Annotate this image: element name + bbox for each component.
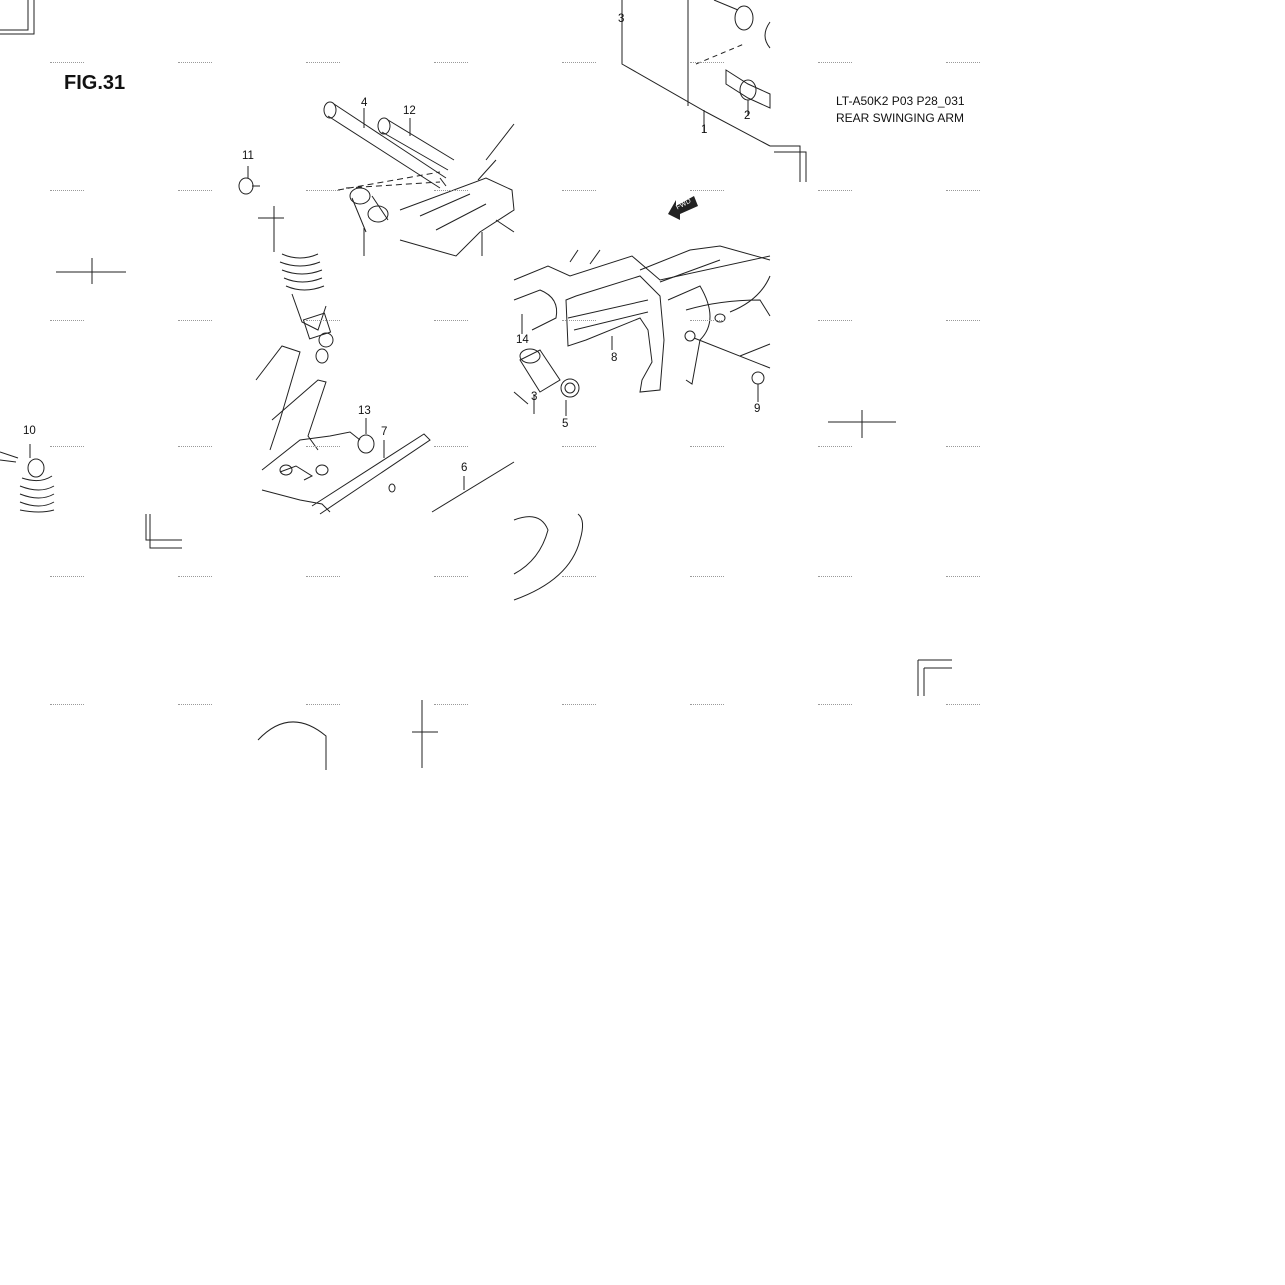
part-6-swing-arm-tube [257, 461, 584, 770]
swing-arm-body [513, 245, 771, 405]
watermark-mark [946, 704, 980, 706]
callout-3: 3 [531, 391, 538, 403]
watermark-mark [690, 446, 724, 448]
watermark-mark [690, 576, 724, 578]
callout-14: 14 [516, 334, 529, 346]
watermark-mark [178, 190, 212, 192]
watermark-mark [562, 190, 596, 192]
crop-mark [0, 0, 35, 35]
watermark-mark [690, 190, 724, 192]
watermark-mark [562, 446, 596, 448]
watermark-mark [306, 704, 340, 706]
watermark-mark [434, 62, 468, 64]
watermark-mark [818, 576, 852, 578]
part-8-skid-plate [565, 275, 665, 393]
watermark-mark [178, 62, 212, 64]
figure-label: FIG.31 [64, 72, 126, 94]
watermark-mark [178, 576, 212, 578]
watermark-mark [178, 704, 212, 706]
watermark-mark [946, 62, 980, 64]
watermark-mark [818, 190, 852, 192]
watermark-mark [50, 62, 84, 64]
swing-arm-pivot [337, 123, 515, 257]
crop-mark [145, 514, 182, 549]
registration-cross [258, 206, 284, 252]
watermark-mark [818, 704, 852, 706]
watermark-mark [434, 320, 468, 322]
part-12-bolt [377, 117, 455, 171]
watermark-mark [818, 320, 852, 322]
watermark-mark [50, 704, 84, 706]
part-3-bushing [519, 348, 561, 414]
watermark-mark [562, 576, 596, 578]
diagram-title: REAR SWINGING ARM [836, 111, 965, 125]
part-11-nut [238, 166, 260, 195]
callout-3: 3 [618, 13, 625, 25]
crop-mark [917, 659, 952, 696]
watermark-mark [946, 576, 980, 578]
part-4-bolt [323, 101, 447, 189]
callout-5: 5 [562, 418, 569, 430]
registration-cross [828, 410, 896, 438]
watermark-mark [690, 704, 724, 706]
callout-10: 10 [23, 425, 36, 437]
part-5-nut [560, 378, 580, 416]
watermark-mark [178, 446, 212, 448]
watermark-mark [50, 320, 84, 322]
part-2-bushing [695, 43, 771, 116]
fwd-direction-arrow [668, 196, 698, 220]
watermark-mark [690, 320, 724, 322]
watermark-mark [434, 446, 468, 448]
watermark-mark [946, 446, 980, 448]
callout-11: 11 [242, 150, 254, 162]
watermark-mark [946, 320, 980, 322]
registration-cross [56, 258, 126, 284]
part-10-shock-absorber [0, 444, 55, 513]
watermark-mark [306, 320, 340, 322]
diagram-code: LT-A50K2 P03 P28_031 [836, 94, 965, 108]
diagram-caption: LT-A50K2 P03 P28_031 REAR SWINGING ARM [836, 93, 965, 127]
part-1-frame-pipe [621, 0, 771, 147]
watermark-mark [562, 704, 596, 706]
watermark-mark [50, 446, 84, 448]
callout-13: 13 [358, 405, 371, 417]
callout-9: 9 [754, 403, 761, 415]
callout-8: 8 [611, 352, 618, 364]
callout-12: 12 [403, 105, 416, 117]
watermark-mark [434, 576, 468, 578]
part-9-screw [751, 371, 765, 402]
watermark-mark [306, 446, 340, 448]
callout-2: 2 [744, 110, 751, 122]
part-7-chain-guard [311, 433, 431, 515]
rear-shock-absorber [279, 253, 334, 364]
frame-bracket [255, 345, 361, 513]
callout-1: 1 [701, 124, 708, 136]
watermark-mark [562, 62, 596, 64]
watermark-mark [818, 446, 852, 448]
watermark-mark [306, 62, 340, 64]
watermark-mark [434, 190, 468, 192]
callout-4: 4 [361, 97, 368, 109]
watermark-mark [946, 190, 980, 192]
watermark-mark [306, 576, 340, 578]
watermark-mark [50, 576, 84, 578]
part-13-nut [357, 418, 375, 454]
callout-7: 7 [381, 426, 388, 438]
watermark-mark [562, 320, 596, 322]
crop-mark [770, 145, 807, 182]
callout-6: 6 [461, 462, 468, 474]
watermark-mark [178, 320, 212, 322]
watermark-mark [818, 62, 852, 64]
watermark-mark [690, 62, 724, 64]
watermark-mark [434, 704, 468, 706]
watermark-mark [50, 190, 84, 192]
watermark-mark [306, 190, 340, 192]
registration-cross [412, 700, 438, 768]
